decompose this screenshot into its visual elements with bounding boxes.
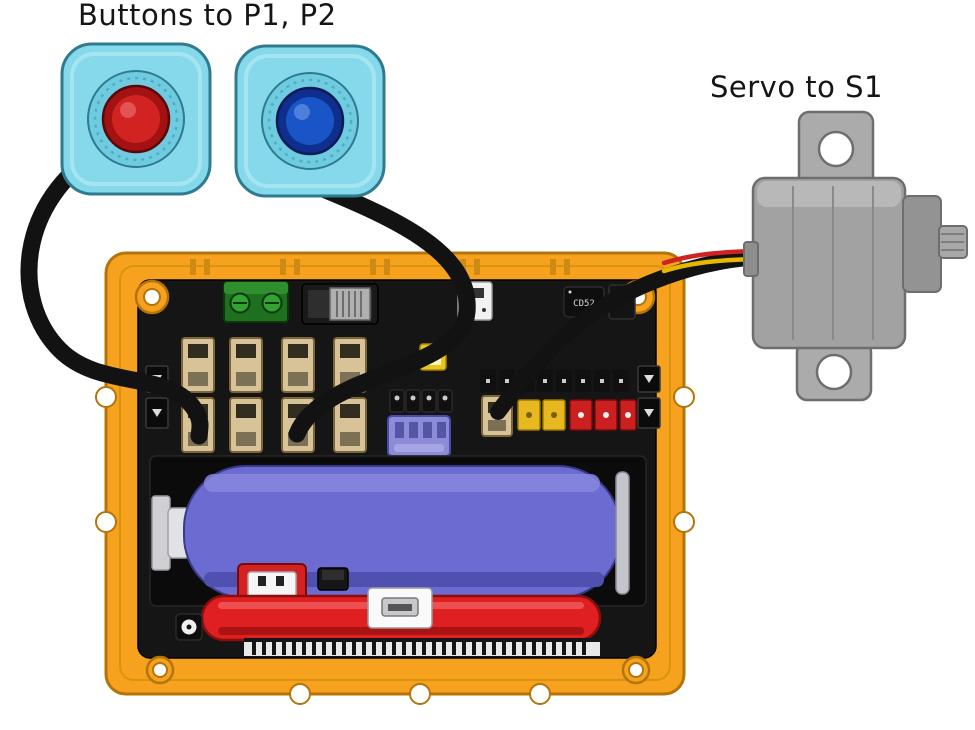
side-connector [637, 365, 661, 393]
edge-connector-comb [244, 638, 600, 656]
output-terminals [517, 399, 637, 431]
battery-bay [149, 455, 647, 607]
push-button-red [60, 42, 212, 196]
board-frame-inner-edge [119, 265, 671, 681]
chip-label: CD52 [573, 299, 595, 309]
frame-edge-notches [95, 386, 695, 705]
jst-connector-p-bottom [333, 397, 367, 453]
green-terminal-block [223, 281, 289, 323]
cable-red-button-to-p1 [20, 141, 209, 445]
servo-gearbox [902, 195, 942, 293]
tact-button [317, 567, 349, 591]
technic-hole [145, 655, 175, 685]
button-red-cap [112, 95, 160, 143]
technic-hole [134, 279, 170, 315]
servo-shaft [938, 225, 968, 259]
servo-cable-tab [743, 241, 759, 277]
purple-connector [387, 415, 451, 457]
controller-board: CD52 [95, 251, 695, 705]
jst-connector-p-top [181, 337, 215, 393]
side-connector [637, 397, 661, 429]
jst-connector-p-top [281, 337, 315, 393]
jst-connector-p-top [229, 337, 263, 393]
usb-module [367, 587, 433, 629]
technic-hole [621, 655, 651, 685]
power-switch [301, 283, 379, 325]
push-button-blue [234, 44, 386, 198]
servo-motor [743, 110, 968, 402]
battery-cap-ring [615, 471, 630, 595]
servo-bottom-mount-hole [815, 353, 853, 391]
cable-blue-button-to-p2 [288, 173, 476, 443]
power-button [175, 613, 203, 641]
button-blue-cap [286, 97, 334, 145]
jst-connector-p2 [229, 397, 263, 453]
buttons-ports-label: Buttons to P1, P2 [78, 0, 337, 32]
cable-servo-to-s1 [490, 249, 765, 420]
side-connector [145, 397, 169, 429]
servo-top-mount-hole [817, 130, 855, 168]
servo-port-label: Servo to S1 [710, 70, 883, 104]
pin-header-4 [389, 389, 453, 413]
